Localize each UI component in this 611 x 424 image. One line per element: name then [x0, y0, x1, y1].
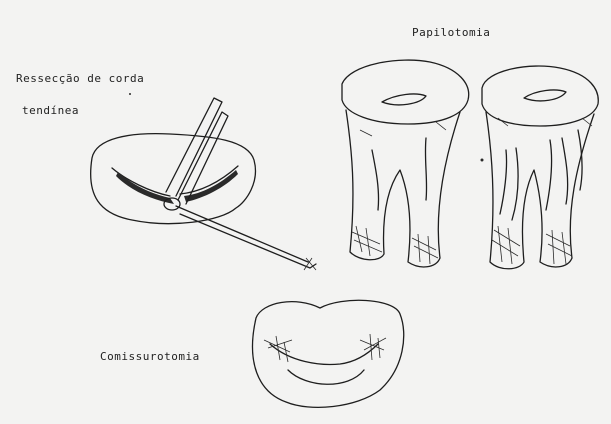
papillary-body-1	[346, 110, 460, 267]
papillotomy-figure-2	[482, 66, 598, 269]
orifice-bottom	[288, 370, 364, 384]
papillotomy-figure-1	[342, 60, 469, 267]
commissure-cut-left	[264, 336, 292, 362]
valve-outline-bottom	[253, 300, 404, 407]
commissurotomy-label: Comissurotomia	[100, 350, 200, 363]
resection-label-line1: Ressecção de corda	[16, 72, 144, 85]
papillary-slit-2	[524, 90, 566, 101]
papillary-body-2	[486, 112, 594, 269]
chorda-instrument	[176, 206, 316, 268]
chordal-resection-figure	[91, 98, 316, 270]
scissors-blade-2	[178, 112, 228, 204]
commissurotomy-figure	[253, 300, 404, 407]
ink-dot	[481, 159, 484, 162]
papillotomy-label: Papilotomia	[412, 26, 490, 39]
resection-label-line2: tendínea	[22, 104, 79, 117]
papillary-split-1	[372, 138, 427, 210]
papillary-slit-1	[382, 94, 426, 105]
papillary-head-2	[482, 66, 598, 126]
papillary-hatch-1	[352, 122, 446, 264]
leaflet-shadow-right	[184, 170, 238, 202]
papillary-head-1	[342, 60, 469, 124]
ink-dot-2	[129, 93, 131, 95]
